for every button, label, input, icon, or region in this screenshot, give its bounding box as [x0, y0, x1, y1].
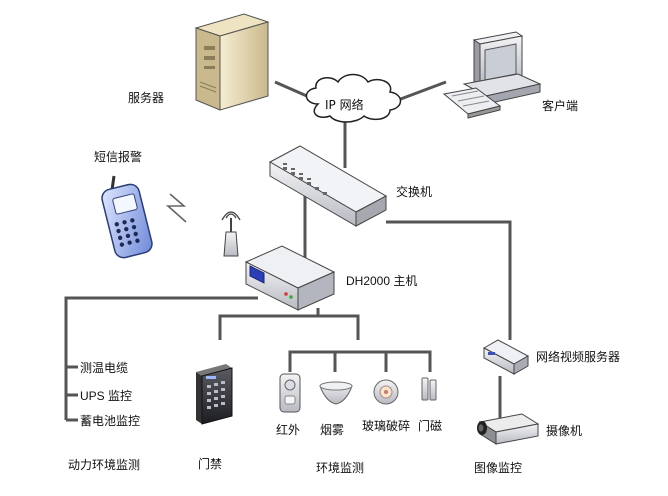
label-infrared: 红外: [276, 423, 301, 437]
glass-break-sensor-icon: [373, 379, 399, 405]
label-env-monitor: 环境监测: [316, 461, 365, 475]
label-host: DH2000 主机: [346, 274, 418, 288]
label-battery: 蓄电池监控: [80, 414, 141, 428]
label-glass-break: 玻璃破碎: [362, 419, 411, 433]
mobile-phone-icon: [101, 175, 153, 259]
camera-icon: [477, 413, 540, 445]
label-sms-alarm: 短信报警: [94, 150, 143, 164]
label-switch: 交换机: [396, 185, 433, 199]
server-icon: [194, 13, 270, 111]
link-host-access-env: [218, 314, 360, 340]
label-camera: 摄像机: [546, 424, 583, 438]
label-ups: UPS 监控: [80, 389, 133, 403]
label-ip-network: IP 网络: [325, 98, 364, 112]
infrared-sensor-icon: [279, 373, 301, 413]
client-computer-icon: [442, 31, 542, 119]
link-ip-client: [397, 80, 447, 102]
label-client: 客户端: [542, 99, 579, 113]
label-image-monitor: 图像监控: [474, 461, 523, 475]
link-switch-video: [386, 220, 512, 340]
link-env-sensors: [288, 350, 432, 372]
antenna-icon: [221, 211, 241, 257]
label-video-server: 网络视频服务器: [536, 350, 621, 364]
door-magnet-sensor-icon: [421, 377, 437, 401]
label-smoke: 烟雾: [320, 423, 345, 437]
connection-lines: [64, 80, 512, 422]
switch-icon: [268, 145, 388, 227]
link-host-power: [64, 296, 258, 420]
cloud-icon: [305, 73, 402, 123]
label-temp-cable: 测温电缆: [80, 361, 129, 375]
video-server-icon: [482, 339, 530, 375]
label-access-control: 门禁: [198, 457, 223, 471]
keypad-icon: [196, 364, 233, 425]
label-server: 服务器: [128, 91, 165, 105]
smoke-detector-icon: [319, 381, 353, 405]
host-device-icon: [244, 245, 336, 311]
wireless-signal-icon: [165, 193, 187, 223]
label-power-env: 动力环境监测: [68, 458, 141, 472]
label-door-magnet: 门磁: [418, 419, 443, 433]
